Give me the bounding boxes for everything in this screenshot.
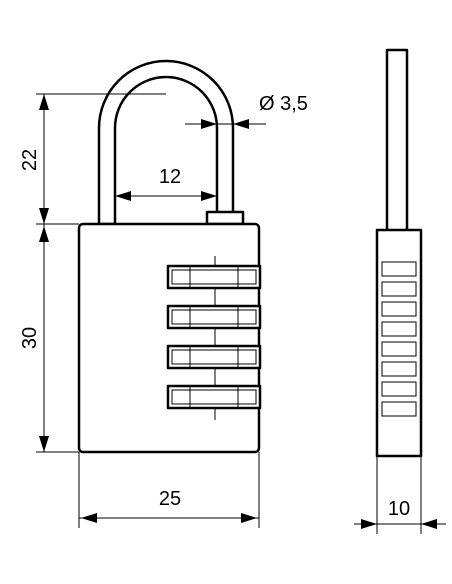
dial-4 [166,384,262,410]
dimension-body-height: 30 [19,224,79,453]
shackle-inner-width-label: 12 [159,166,181,188]
body-width-label: 25 [159,488,181,510]
dimension-body-width: 25 [78,452,260,528]
padlock-side-view [375,48,423,458]
body-height-label: 30 [19,327,41,349]
body-thickness-label: 10 [388,498,410,520]
shackle-front [97,59,245,226]
dimension-body-thickness: 10 [354,456,446,534]
dimension-shackle-inner-width: 12 [115,166,217,201]
padlock-body-front [77,222,261,454]
combination-dials [166,256,262,420]
shackle-height-label: 22 [19,149,41,171]
dimension-shackle-diameter: Ø 3,5 [185,93,308,129]
shackle-diameter-label: Ø 3,5 [259,93,308,115]
dial-1 [166,264,262,290]
dial-2 [166,304,262,330]
dimension-shackle-height: 22 [19,93,166,225]
dial-3 [166,344,262,370]
